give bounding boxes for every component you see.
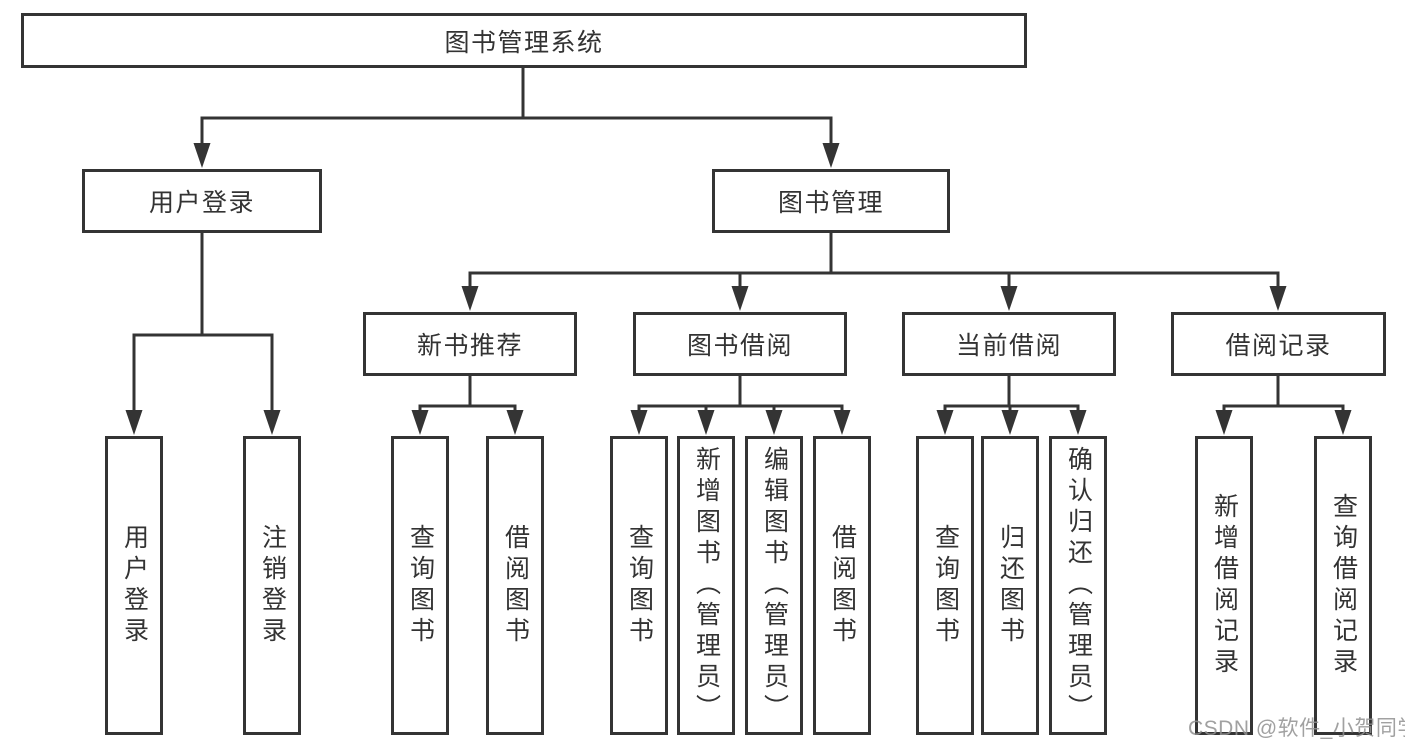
node-book-management: 图书管理 (712, 169, 950, 233)
leaf-query-borrow-record: 查询借阅记录 (1314, 436, 1372, 735)
leaf-borrow-books-recommend-label: 借阅图书 (501, 523, 530, 648)
leaf-confirm-return-admin: 确认归还（管理员） (1049, 436, 1107, 735)
leaf-query-books-current: 查询图书 (916, 436, 974, 735)
leaf-edit-book-admin-label: 编辑图书（管理员） (760, 446, 789, 725)
leaf-query-books-recommend: 查询图书 (391, 436, 449, 735)
leaf-edit-book-admin: 编辑图书（管理员） (745, 436, 803, 735)
node-borrow-records: 借阅记录 (1171, 312, 1386, 376)
leaf-return-books: 归还图书 (981, 436, 1039, 735)
leaf-logout: 注销登录 (243, 436, 301, 735)
leaf-confirm-return-admin-label: 确认归还（管理员） (1064, 446, 1093, 725)
leaf-user-login-label: 用户登录 (120, 523, 149, 648)
node-book-borrow: 图书借阅 (633, 312, 847, 376)
node-root: 图书管理系统 (21, 13, 1027, 68)
leaf-add-borrow-record: 新增借阅记录 (1195, 436, 1253, 735)
leaf-query-books-current-label: 查询图书 (931, 523, 960, 648)
node-current-borrow: 当前借阅 (902, 312, 1116, 376)
leaf-add-book-admin-label: 新增图书（管理员） (692, 446, 721, 725)
leaf-query-books-recommend-label: 查询图书 (406, 523, 435, 648)
leaf-return-books-label: 归还图书 (996, 523, 1025, 648)
leaf-query-books-borrow-label: 查询图书 (625, 523, 654, 648)
leaf-borrow-books-label: 借阅图书 (828, 523, 857, 648)
leaf-borrow-books-recommend: 借阅图书 (486, 436, 544, 735)
leaf-query-borrow-record-label: 查询借阅记录 (1329, 492, 1358, 679)
leaf-logout-label: 注销登录 (258, 523, 287, 648)
csdn-watermark: CSDN @软件_小贺同学 (1188, 717, 1405, 740)
leaf-borrow-books: 借阅图书 (813, 436, 871, 735)
arrowhead-icons (125, 143, 1352, 435)
node-new-book-recommend: 新书推荐 (363, 312, 577, 376)
leaf-user-login: 用户登录 (105, 436, 163, 735)
leaf-query-books-borrow: 查询图书 (610, 436, 668, 735)
leaf-add-book-admin: 新增图书（管理员） (677, 436, 735, 735)
leaf-add-borrow-record-label: 新增借阅记录 (1210, 492, 1239, 679)
node-user-login-group: 用户登录 (82, 169, 322, 233)
